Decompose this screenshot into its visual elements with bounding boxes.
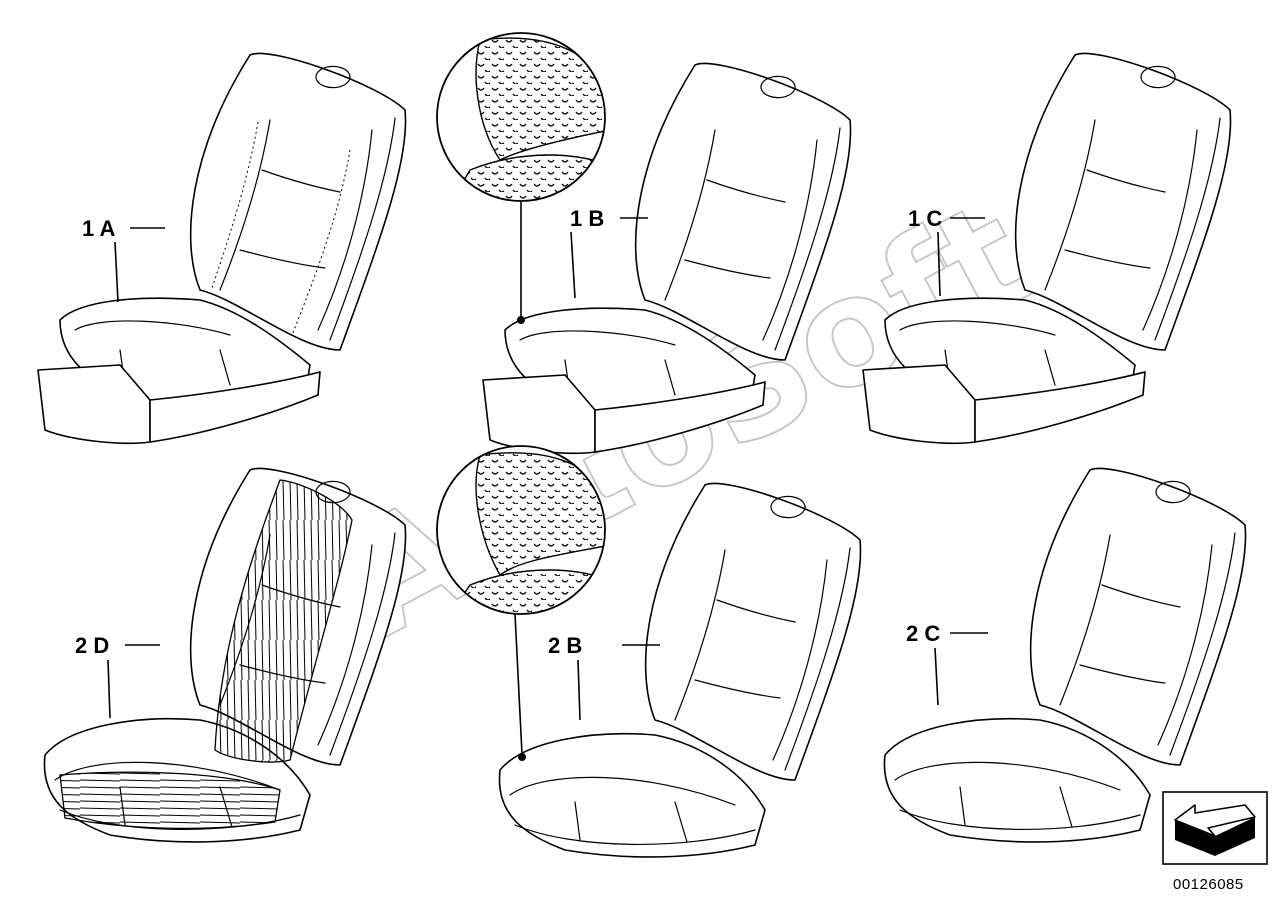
label-2c: 2 C xyxy=(906,621,940,646)
label-1c: 1 C xyxy=(908,206,942,231)
part-number: 00126085 xyxy=(1173,876,1244,893)
label-2d: 2 D xyxy=(75,633,109,658)
direction-arrow-icon xyxy=(1162,791,1268,865)
label-2b: 2 B xyxy=(548,633,582,658)
detail-circle-top xyxy=(436,32,606,202)
seat-2d xyxy=(43,467,407,843)
seat-1a xyxy=(37,52,407,445)
label-1a: 1 A xyxy=(82,216,116,241)
label-1b: 1 B xyxy=(570,206,604,231)
seat-2c xyxy=(883,467,1247,843)
detail-circle-bottom xyxy=(436,445,606,615)
